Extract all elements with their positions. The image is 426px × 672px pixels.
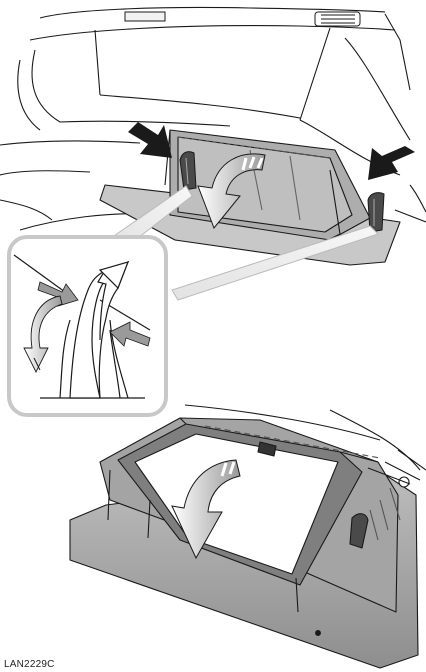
figure-code: LAN2229C bbox=[4, 659, 55, 671]
push-arrow-icon bbox=[128, 122, 172, 158]
dashboard-vent bbox=[125, 12, 360, 26]
glovebox-lowered bbox=[70, 405, 426, 668]
push-arrow-icon bbox=[368, 146, 415, 180]
latch-detail-callout bbox=[9, 237, 166, 415]
